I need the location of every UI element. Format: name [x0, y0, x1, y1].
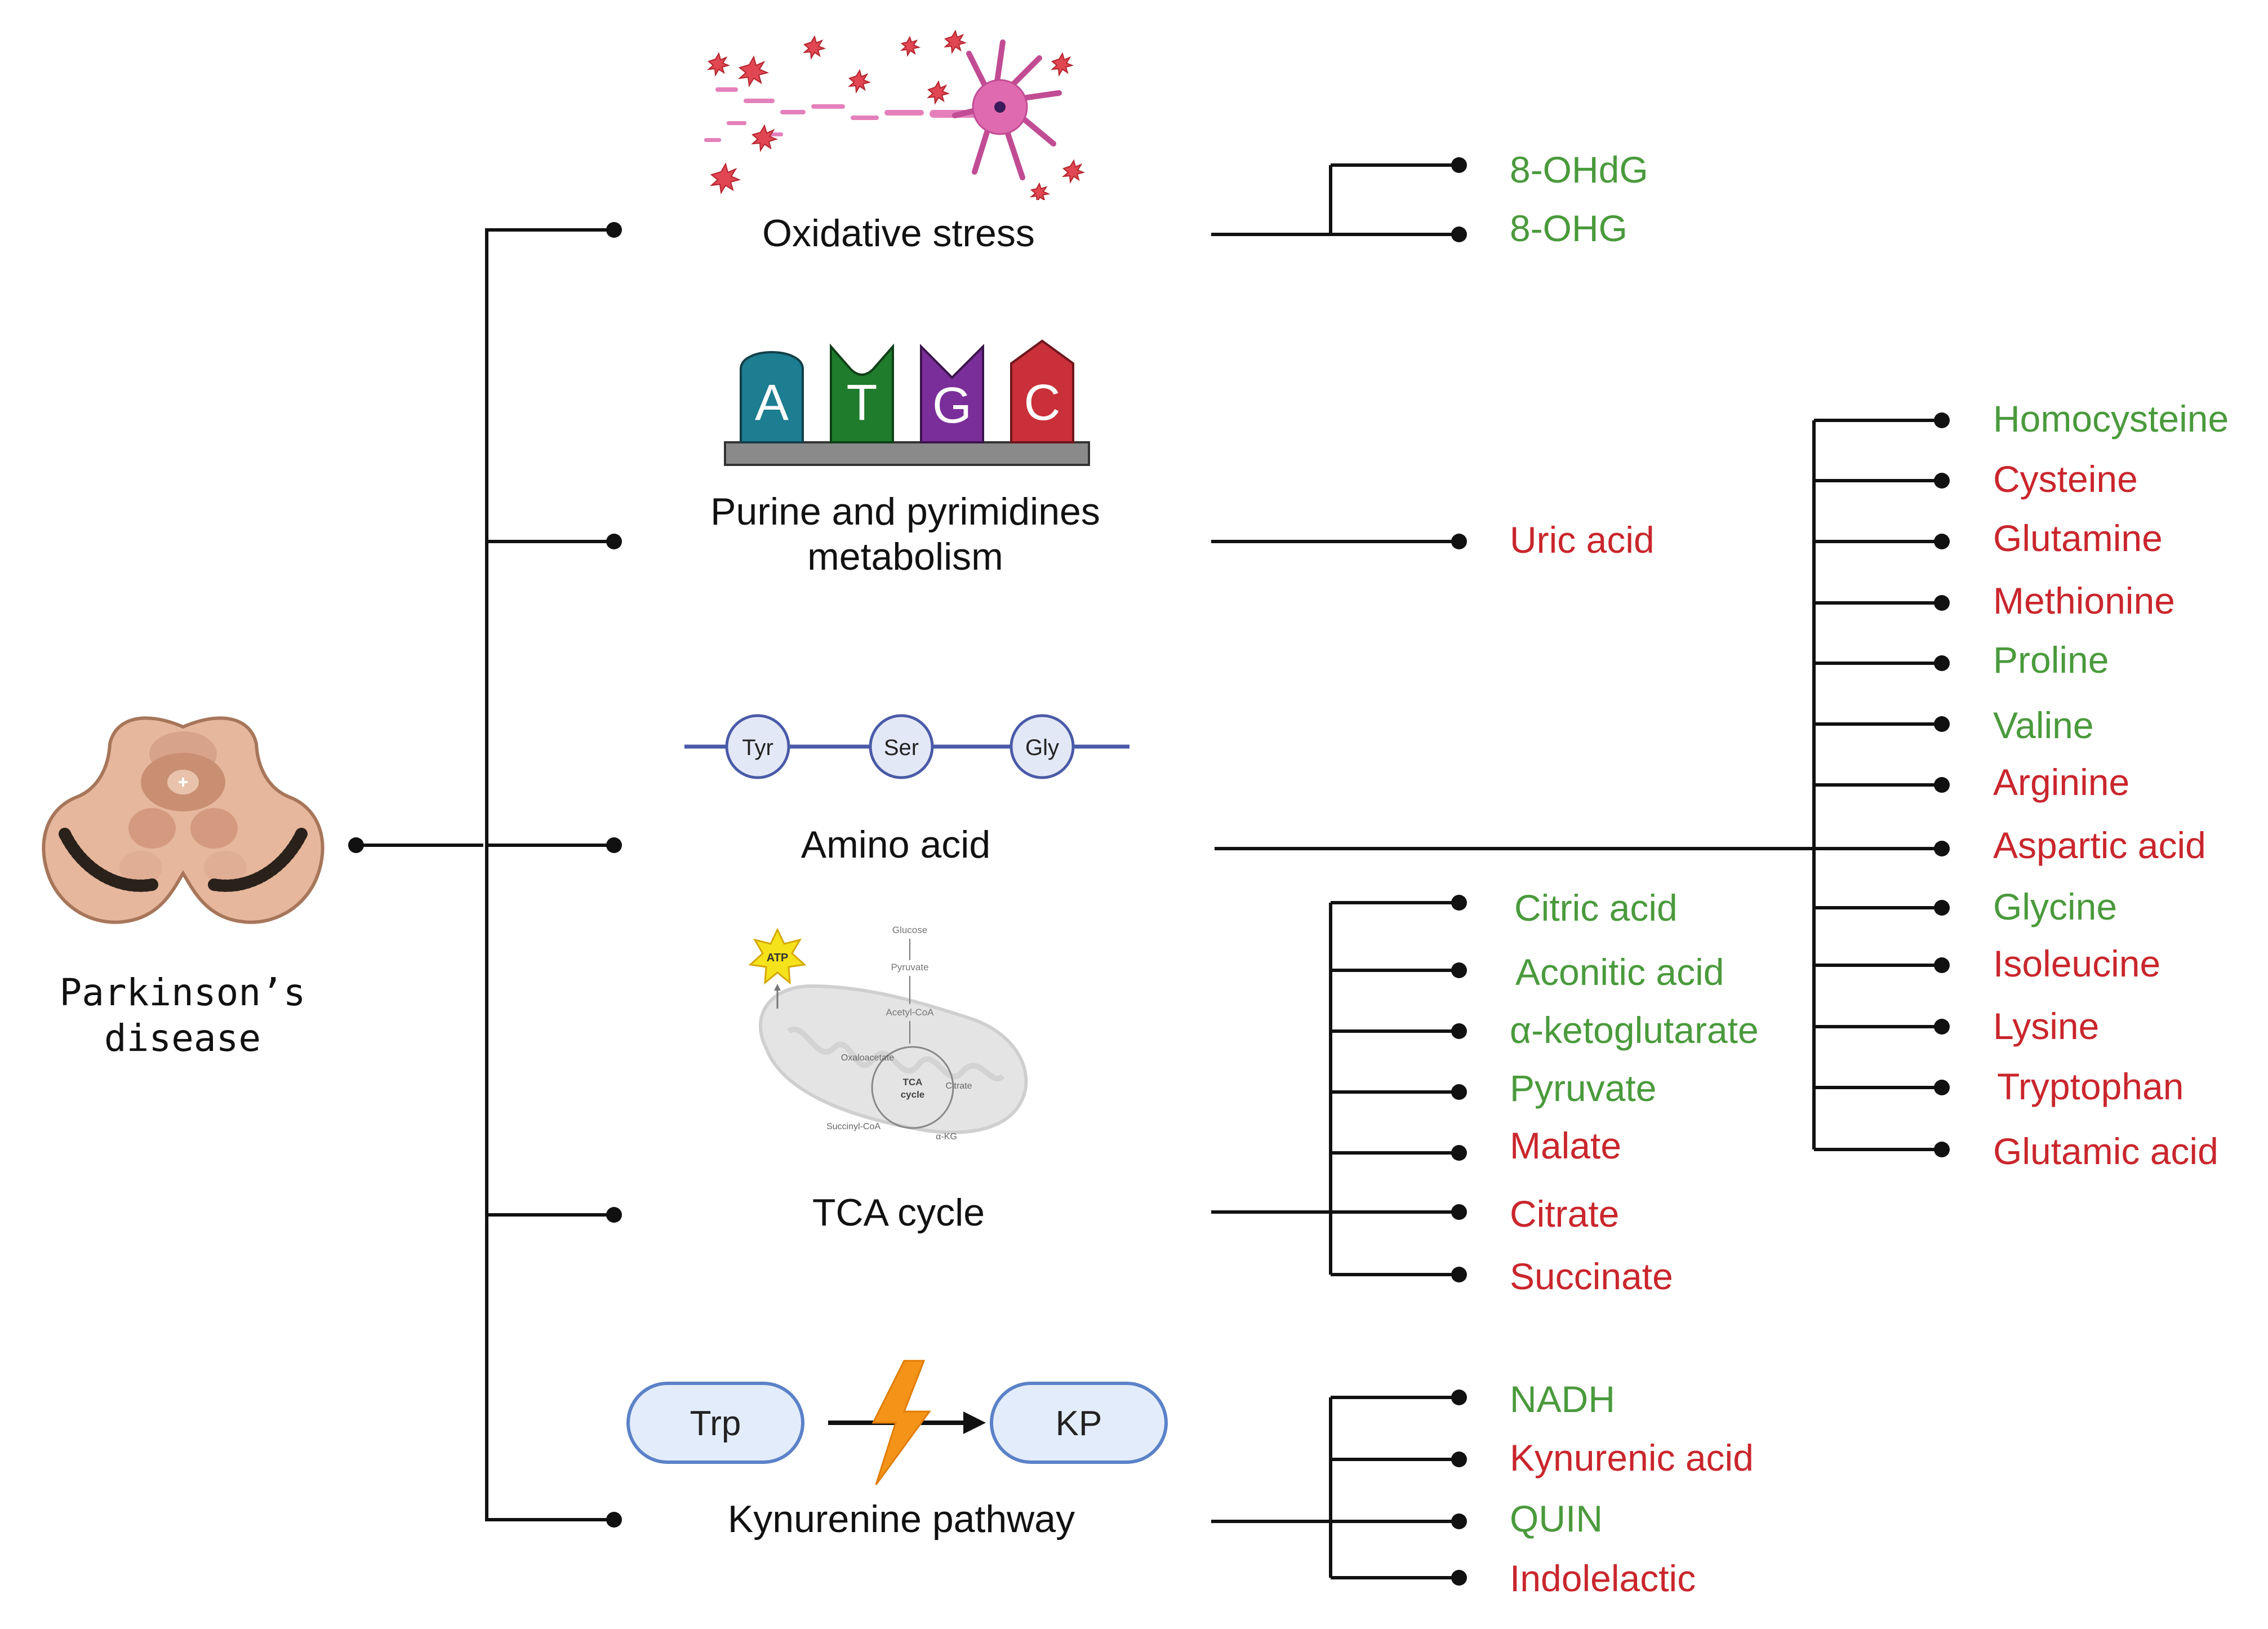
metabolite-8-ohdg: 8-OHdG	[1510, 149, 1648, 190]
metabolite-glutamine: Glutamine	[1993, 517, 2163, 559]
metabolite-lysine: Lysine	[1993, 1005, 2100, 1047]
metabolite-tryptophan: Tryptophan	[1997, 1066, 2184, 1107]
metabolite-succinate: Succinate	[1510, 1255, 1673, 1297]
category-oxidative-stress: Oxidative stress	[762, 212, 1035, 255]
category-purine-pyrimidines: Purine and pyrimidines metabolism	[710, 490, 1100, 579]
metabolite-8-ohg: 8-OHG	[1510, 207, 1628, 249]
tca-pyruvate: Pyruvate	[891, 962, 928, 973]
category-amino-acid: Amino acid	[801, 823, 991, 866]
tca-akg: α-KG	[936, 1132, 957, 1142]
mitochondrion-tca-icon: ATP Glucose Pyruvate Acetyl-CoA Oxaloace…	[748, 925, 1028, 1142]
base-c: C	[1024, 375, 1061, 431]
tca-center-1: TCA	[903, 1077, 923, 1088]
metabolite-malate: Malate	[1510, 1125, 1622, 1166]
kp-label: KP	[1056, 1404, 1102, 1443]
base-a: A	[755, 375, 789, 431]
category-kynurenine-pathway: Kynurenine pathway	[727, 1498, 1075, 1541]
metabolite-pyruvate: Pyruvate	[1510, 1067, 1657, 1109]
nucleotide-bases-icon: A T G C	[724, 339, 1090, 466]
metabolite-uric-acid: Uric acid	[1510, 519, 1655, 561]
metabolite-citric-acid: Citric acid	[1514, 887, 1678, 929]
tca-succinyl-coa: Succinyl-CoA	[826, 1122, 880, 1131]
metabolite-aconitic-acid: Aconitic acid	[1515, 951, 1724, 993]
metabolite-homocysteine: Homocysteine	[1993, 398, 2229, 440]
base-g: G	[932, 378, 972, 434]
base-t: T	[847, 375, 878, 431]
lightning-bolt-icon	[871, 1360, 931, 1485]
metabolite-methionine: Methionine	[1993, 580, 2175, 622]
metabolite-quin: QUIN	[1510, 1498, 1603, 1539]
tca-citrate: Citrate	[945, 1081, 972, 1091]
residue-tyr: Tyr	[742, 735, 773, 760]
root-label: Parkinson’s disease	[59, 971, 306, 1060]
metabolite-indolelactic: Indolelactic	[1510, 1557, 1696, 1599]
metabolite-glutamic-acid: Glutamic acid	[1993, 1130, 2218, 1172]
metabolite-nadh: NADH	[1510, 1378, 1616, 1420]
residue-gly: Gly	[1025, 735, 1059, 760]
metabolite-alpha-ketoglutarate: α-ketoglutarate	[1510, 1009, 1759, 1051]
peptide-chain-icon: Tyr Ser Gly	[684, 714, 1129, 779]
metabolite-isoleucine: Isoleucine	[1993, 943, 2161, 984]
tca-oxaloacetate: Oxaloacetate	[841, 1053, 894, 1063]
metabolite-cysteine: Cysteine	[1993, 458, 2138, 500]
residue-ser: Ser	[884, 735, 919, 760]
tca-glucose: Glucose	[892, 925, 927, 935]
metabolite-citrate: Citrate	[1510, 1193, 1620, 1235]
metabolite-arginine: Arginine	[1993, 761, 2130, 803]
neuron-damage-icon	[704, 29, 1086, 200]
metabolite-glycine: Glycine	[1993, 886, 2118, 927]
category-tca-cycle: TCA cycle	[812, 1191, 985, 1234]
brain-midbrain-cross-section-icon	[42, 716, 324, 924]
tca-atp: ATP	[767, 952, 789, 964]
trp-label: Trp	[690, 1404, 741, 1443]
metabolite-aspartic-acid: Aspartic acid	[1993, 824, 2206, 866]
metabolite-valine: Valine	[1993, 704, 2094, 746]
tca-acetyl-coa: Acetyl-CoA	[886, 1007, 934, 1018]
metabolite-proline: Proline	[1993, 639, 2109, 681]
trp-to-kp-icon: Trp KP	[626, 1360, 1168, 1485]
tca-center-2: cycle	[901, 1089, 925, 1100]
metabolite-kynurenic-acid: Kynurenic acid	[1510, 1437, 1754, 1479]
atp-star-icon	[748, 927, 807, 985]
